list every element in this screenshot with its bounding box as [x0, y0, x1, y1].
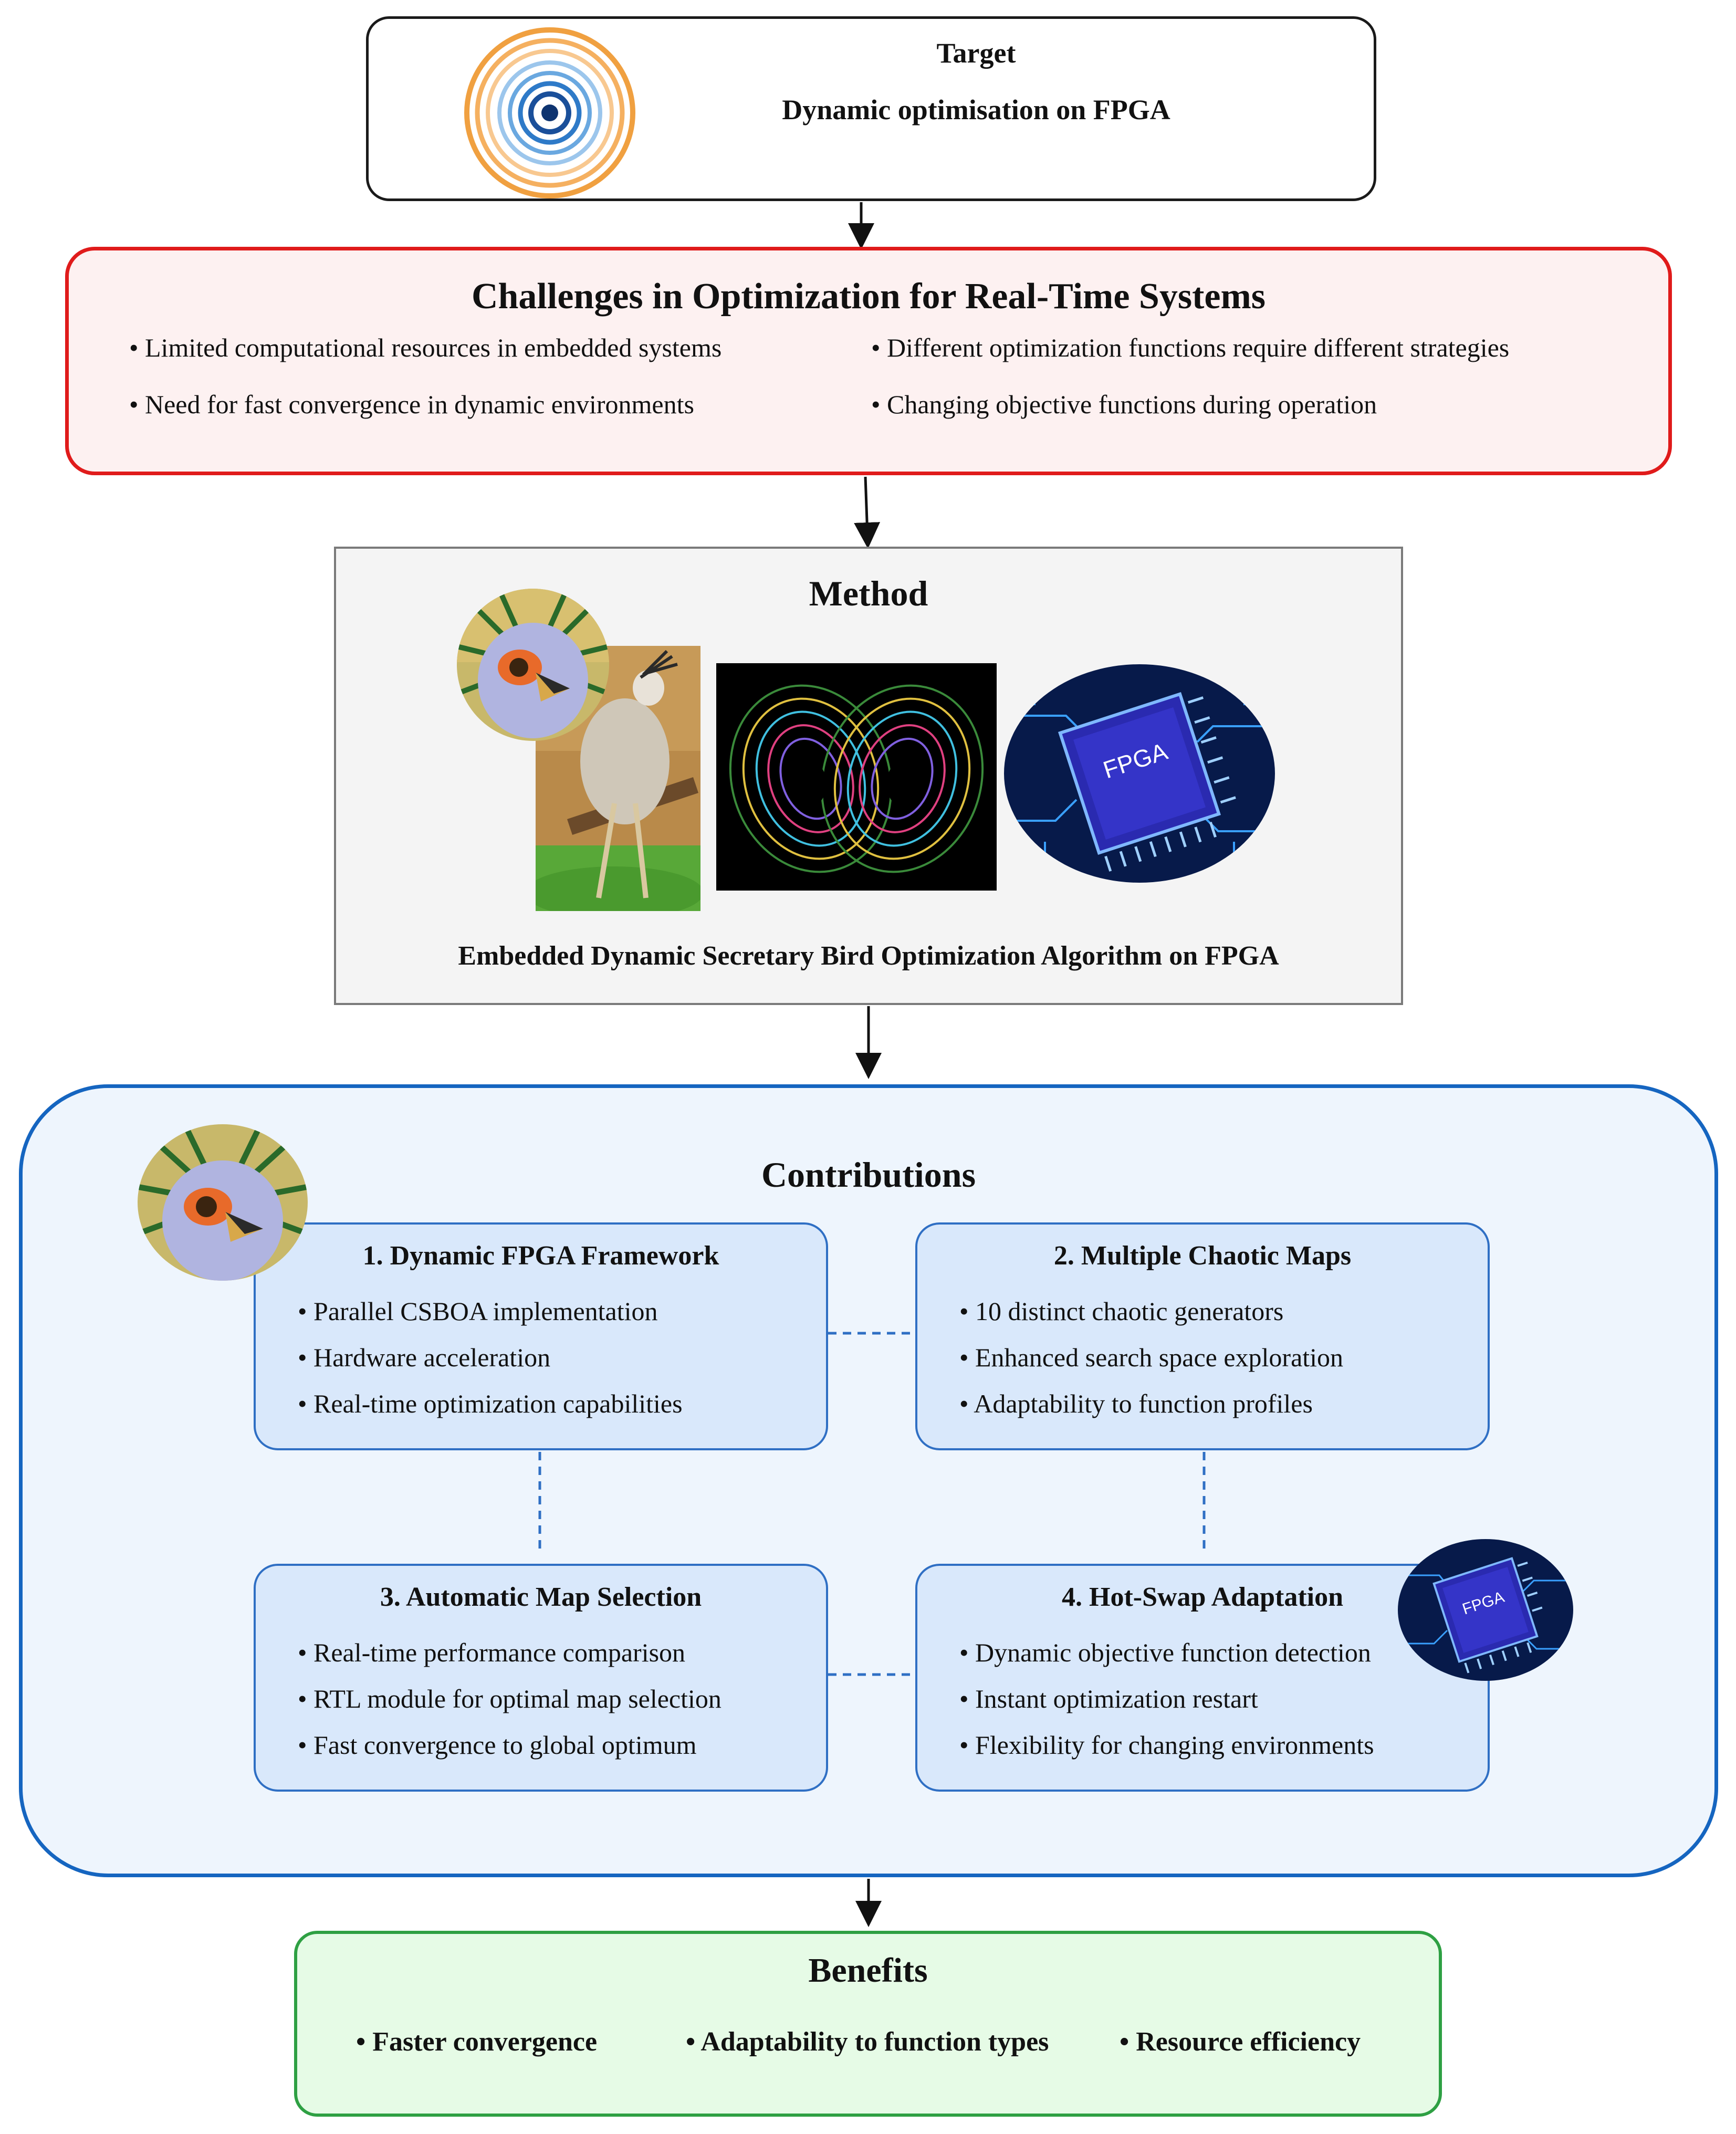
card-item: • Real-time performance comparison [298, 1638, 686, 1667]
contributions-box: Contributions 1. Dynamic FPGA Framework … [19, 1084, 1718, 1877]
secretary-bird-head-icon [138, 1124, 308, 1281]
contribution-card-1: 1. Dynamic FPGA Framework • Parallel CSB… [254, 1222, 828, 1450]
card-item: • Hardware acceleration [298, 1343, 551, 1372]
card-item: • Instant optimization restart [959, 1684, 1258, 1713]
card-title: 1. Dynamic FPGA Framework [362, 1241, 719, 1271]
target-title: Target [936, 37, 1016, 69]
challenge-item: • Limited computational resources in emb… [129, 333, 722, 362]
card-title: 2. Multiple Chaotic Maps [1053, 1241, 1352, 1271]
method-caption: Embedded Dynamic Secretary Bird Optimiza… [458, 941, 1279, 971]
target-box: Target Dynamic optimisation on FPGA [366, 16, 1376, 201]
method-box: Method [334, 547, 1403, 1005]
contributions-title: Contributions [761, 1155, 976, 1195]
secretary-bird-head-icon [457, 589, 609, 741]
card-item: • Flexibility for changing environments [959, 1730, 1374, 1760]
challenges-title: Challenges in Optimization for Real-Time… [471, 276, 1266, 317]
challenges-box: Challenges in Optimization for Real-Time… [65, 247, 1672, 475]
challenge-item: • Need for fast convergence in dynamic e… [129, 390, 694, 419]
challenge-item: • Changing objective functions during op… [871, 390, 1377, 419]
contribution-card-4: 4. Hot-Swap Adaptation • Dynamic objecti… [915, 1564, 1490, 1792]
fpga-chip-icon: FPGA [1004, 664, 1275, 883]
benefit-item: • Adaptability to function types [686, 2027, 1049, 2057]
card-item: • Fast convergence to global optimum [298, 1730, 697, 1760]
challenge-item: • Different optimization functions requi… [871, 333, 1510, 362]
contribution-card-2: 2. Multiple Chaotic Maps • 10 distinct c… [915, 1222, 1490, 1450]
chaotic-attractor-image [716, 663, 997, 891]
fpga-chip-icon: FPGA [1398, 1539, 1573, 1681]
benefit-item: • Resource efficiency [1120, 2027, 1361, 2057]
card-item: • Parallel CSBOA implementation [298, 1296, 658, 1326]
method-title: Method [809, 573, 928, 613]
target-subtitle: Dynamic optimisation on FPGA [782, 94, 1170, 125]
card-item: • Enhanced search space exploration [959, 1343, 1344, 1372]
target-rings-icon [464, 27, 635, 198]
card-item: • RTL module for optimal map selection [298, 1684, 721, 1713]
contribution-card-3: 3. Automatic Map Selection • Real-time p… [254, 1564, 828, 1792]
card-connectors [538, 1332, 1206, 1676]
card-item: • Real-time optimization capabilities [298, 1389, 683, 1418]
benefits-title: Benefits [808, 1951, 928, 1990]
arrow-challenges-to-method [854, 476, 881, 549]
card-title: 3. Automatic Map Selection [380, 1582, 702, 1612]
card-item: • Adaptability to function profiles [959, 1389, 1313, 1418]
card-title: 4. Hot-Swap Adaptation [1062, 1582, 1343, 1612]
benefit-item: • Faster convergence [356, 2027, 598, 2057]
card-item: • 10 distinct chaotic generators [959, 1296, 1284, 1326]
benefits-box: Benefits • Faster convergence • Adaptabi… [294, 1931, 1442, 2117]
card-item: • Dynamic objective function detection [959, 1638, 1371, 1667]
